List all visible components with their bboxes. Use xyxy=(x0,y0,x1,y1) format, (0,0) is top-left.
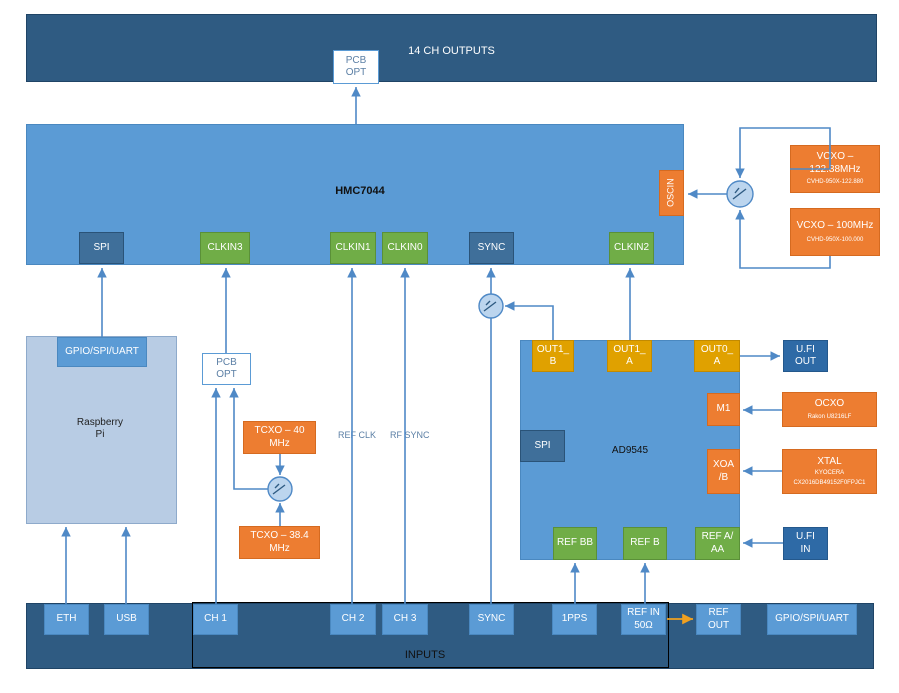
ad9545-title: AD9545 xyxy=(611,444,649,456)
wire-tcxo-switch-opt xyxy=(229,388,268,490)
ufl-in: U.FI IN xyxy=(783,527,828,560)
vcxo-100-title: VCXO – 100MHz xyxy=(796,220,874,231)
ad-ref-b: REF B xyxy=(623,527,667,560)
input-ch3: CH 3 xyxy=(382,604,428,635)
input-ref-in: REF IN 50Ω xyxy=(621,604,666,635)
wire-vcxo122 xyxy=(735,127,831,178)
ad-out1b: OUT1_ B xyxy=(532,340,574,372)
inputs-outline xyxy=(192,602,669,668)
raspberry-pi-block xyxy=(26,336,177,524)
ad-ref-a: REF A/ AA xyxy=(695,527,740,560)
input-eth: ETH xyxy=(44,604,89,635)
hmc-clkin2: CLKIN2 xyxy=(609,232,654,264)
outputs-bar-label: 14 CH OUTPUTS xyxy=(408,45,495,57)
ocxo-part: Rakon U8216LF xyxy=(807,413,852,420)
vcxo-100: VCXO – 100MHz CVHD-950X-100.000 xyxy=(790,208,880,256)
vcxo-122: VCXO – 122.88MHz CVHD-950X-122.880 xyxy=(790,145,880,193)
hmc-clkin3: CLKIN3 xyxy=(200,232,250,264)
hmc-spi: SPI xyxy=(79,232,124,264)
ad-out1a: OUT1_ A xyxy=(607,340,652,372)
wire-out1b-switch xyxy=(505,301,554,340)
hmc7044-title: HMC7044 xyxy=(335,185,385,198)
tcxo-40: TCXO – 40 MHz xyxy=(243,421,316,454)
rf-sync-label: RF SYNC xyxy=(390,430,430,440)
input-ref-out: REF OUT xyxy=(696,604,741,635)
outputs-bar: 14 CH OUTPUTS xyxy=(26,14,877,82)
ad-xoa: XOA /B xyxy=(707,449,740,494)
switch-icon-tcxo xyxy=(267,476,293,502)
vcxo-100-part: CVHD-950X-100.000 xyxy=(806,236,864,243)
wire-vcxo100 xyxy=(735,210,831,269)
hmc-clkin0: CLKIN0 xyxy=(382,232,428,264)
xtal-maker: KYOCERA xyxy=(814,470,845,477)
hmc-oscin: OSCIN xyxy=(659,170,684,216)
input-1pps: 1PPS xyxy=(552,604,597,635)
ref-clk-label: REF CLK xyxy=(338,430,377,440)
rpi-gpio-port: GPIO/SPI/UART xyxy=(57,337,147,367)
xtal-title: XTAL xyxy=(817,455,842,467)
input-ch2: CH 2 xyxy=(330,604,376,635)
vcxo-122-part: CVHD-950X-122.880 xyxy=(806,179,864,186)
xtal-part: CX2016DB49152F0FPJC1 xyxy=(793,479,866,486)
inputs-label: INPUTS xyxy=(404,649,446,662)
input-sync: SYNC xyxy=(469,604,514,635)
ocxo-title: OCXO xyxy=(814,398,845,409)
pcb-opt-mid: PCB OPT xyxy=(202,353,251,385)
tcxo-38-4: TCXO – 38.4 MHz xyxy=(239,526,320,559)
ocxo-block: OCXO Rakon U8216LF xyxy=(782,392,877,427)
ad-spi: SPI xyxy=(520,430,565,462)
hmc-sync: SYNC xyxy=(469,232,514,264)
ufl-out: U.FI OUT xyxy=(783,340,828,372)
switch-icon-vcxo xyxy=(726,180,754,208)
input-usb: USB xyxy=(104,604,149,635)
xtal-block: XTAL KYOCERA CX2016DB49152F0FPJC1 xyxy=(782,449,877,494)
raspberry-pi-title: Raspberry Pi xyxy=(76,416,124,441)
vcxo-122-title: VCXO – 122.88MHz xyxy=(809,151,861,175)
input-gpio: GPIO/SPI/UART xyxy=(767,604,857,635)
ad-ref-bb: REF BB xyxy=(553,527,597,560)
input-ch1: CH 1 xyxy=(193,604,238,635)
ad-m1: M1 xyxy=(707,393,740,426)
hmc-clkin1: CLKIN1 xyxy=(330,232,376,264)
switch-icon-sync xyxy=(478,293,504,319)
pcb-opt-top: PCB OPT xyxy=(333,50,379,84)
ad-out0a: OUT0_ A xyxy=(694,340,740,372)
